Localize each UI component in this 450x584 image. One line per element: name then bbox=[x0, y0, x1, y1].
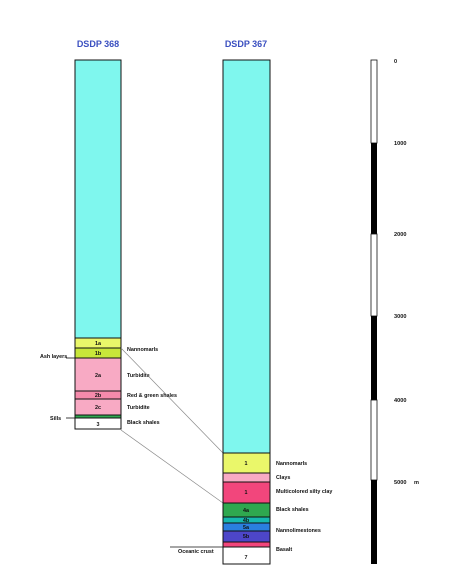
site-368-label-sills: Sills bbox=[50, 416, 61, 422]
site-367-unit-cyan bbox=[222, 59, 271, 454]
scale-segment-3 bbox=[371, 316, 377, 400]
site-367-unit-basal bbox=[222, 541, 271, 548]
correlation-line-lower bbox=[120, 429, 224, 504]
site-367-unit-clays bbox=[222, 472, 271, 483]
site-368-label-ash-layers: Ash layers bbox=[40, 354, 67, 360]
site-368-label-turbidite-2: Turbidite bbox=[127, 405, 150, 411]
scale-tick-2000: 2000 bbox=[394, 232, 406, 238]
site-367-unit-1-label-top: 1 bbox=[245, 461, 248, 467]
site-367-unit-1-label-magenta: 1 bbox=[245, 490, 248, 496]
site-367-unit-5b-label: 5b bbox=[243, 534, 250, 540]
site-368-unit-1a-label: 1a bbox=[95, 341, 102, 347]
site-368-unit-2a bbox=[74, 357, 122, 392]
site-367-unit-7-label: 7 bbox=[245, 555, 248, 561]
scale-segment-1 bbox=[371, 143, 377, 234]
scale-unit-label: m bbox=[414, 480, 419, 486]
site-368-label-red-green-shales: Red & green shales bbox=[127, 393, 177, 399]
site-367-column bbox=[222, 59, 271, 565]
site-367-label-multicolored-silty-clay: Multicolored silty clay bbox=[276, 489, 332, 495]
site-368-label-nannomarls: Nannomarls bbox=[127, 347, 158, 353]
site-368-title: DSDP 368 bbox=[77, 39, 119, 49]
scale-tick-1000: 1000 bbox=[394, 141, 406, 147]
scale-segment-4 bbox=[370, 399, 378, 481]
site-367-title: DSDP 367 bbox=[225, 39, 267, 49]
site-368-unit-2b-label: 2b bbox=[95, 393, 102, 399]
scale-tick-5000: 5000 bbox=[394, 480, 406, 486]
site-368-unit-3 bbox=[74, 417, 122, 430]
site-368-unit-2c-label: 2c bbox=[95, 405, 101, 411]
scale-segment-5 bbox=[371, 480, 377, 564]
correlation-line-upper bbox=[120, 347, 224, 454]
site-367-unit-4a-label: 4a bbox=[243, 508, 250, 514]
site-367-label-nannomarls: Nannomarls bbox=[276, 461, 307, 467]
scale-tick-4000: 4000 bbox=[394, 398, 406, 404]
scale-tick-3000: 3000 bbox=[394, 314, 406, 320]
site-368-unit-2a-label: 2a bbox=[95, 373, 102, 379]
scale-segment-2 bbox=[370, 233, 378, 317]
site-368-label-black-shales: Black shales bbox=[127, 420, 160, 426]
site-368-unit-1b-label: 1b bbox=[95, 351, 102, 357]
site-367-unit-4b-label: 4b bbox=[243, 518, 250, 524]
scale-tick-0: 0 bbox=[394, 59, 397, 65]
site-368-column bbox=[74, 59, 122, 430]
scale-segment-0 bbox=[370, 59, 378, 144]
site-368-unit-cyan bbox=[74, 59, 122, 339]
site-368-label-turbidite-1: Turbidite bbox=[127, 373, 150, 379]
site-367-unit-5a-label: 5a bbox=[243, 525, 250, 531]
depth-scale-bar bbox=[370, 59, 378, 564]
site-367-label-nannolimestones: Nannolimestones bbox=[276, 528, 321, 534]
site-367-label-black-shales: Black shales bbox=[276, 507, 309, 513]
site-368-unit-3-label: 3 bbox=[97, 422, 100, 428]
site-367-label-basalt: Basalt bbox=[276, 547, 292, 553]
site-367-label-clays: Clays bbox=[276, 475, 290, 481]
site-367-label-oceanic-crust: Oceanic crust bbox=[178, 549, 214, 555]
